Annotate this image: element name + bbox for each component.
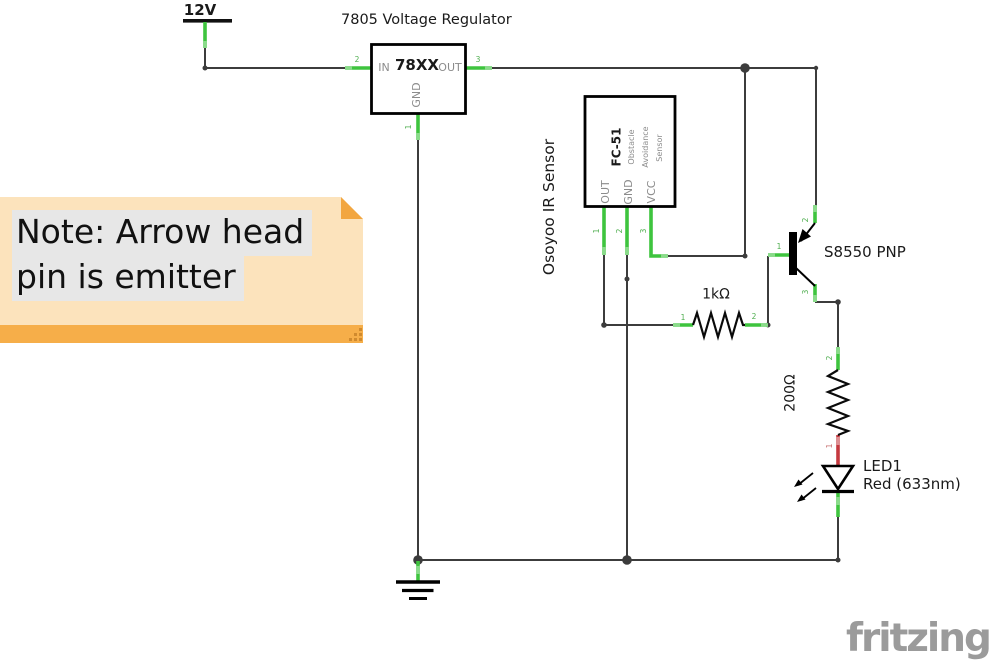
ground-symbol: [396, 561, 440, 600]
regulator-title: 7805 Voltage Regulator: [341, 12, 512, 28]
regulator-pin-gnd-number: 1: [404, 124, 414, 130]
power-supply-label: 12V: [183, 1, 217, 20]
power-supply-symbol: [183, 19, 232, 48]
resistor-200-label: 200Ω: [782, 374, 799, 412]
junction-dot: [413, 555, 423, 565]
ir-sensor-part-label: FC-51: [609, 127, 624, 167]
note-resize-grip-icon: [354, 338, 357, 341]
ir-sensor-side-label: Osoyoo IR Sensor: [539, 138, 558, 276]
ir-sensor-pin-out-label: OUT: [599, 180, 613, 204]
fritzing-watermark: fritzing: [846, 616, 992, 661]
resistor1k-zigzag: [691, 309, 745, 341]
transistor-emitter-arrow-icon: [798, 229, 811, 243]
transistor-base-number: 1: [776, 242, 782, 252]
bend-dot: [742, 253, 748, 259]
resistor-1k-symbol: [673, 309, 768, 341]
resistor-200-pin1-number: 1: [825, 443, 835, 449]
led-triangle-icon: [820, 464, 856, 492]
note-resize-grip-icon: [354, 333, 357, 336]
regulator-pin-in-number: 2: [354, 55, 360, 65]
supply-bar: [183, 19, 232, 23]
ir-sensor-pin-number-3: 3: [639, 228, 649, 234]
led-symbol: [794, 464, 856, 517]
note-resize-grip-icon: [359, 328, 362, 331]
ir-sensor-description-2: Avoidance: [640, 126, 650, 168]
regulator-part-label: 78XX: [394, 56, 440, 75]
note-text-highlight: pin is emitter: [12, 255, 244, 301]
led-designator: LED1: [863, 457, 902, 475]
bend-dot: [835, 299, 841, 305]
ir-sensor-pin-number-1: 1: [592, 228, 602, 234]
bend-dot: [624, 276, 630, 282]
resistor-200-symbol: [824, 347, 852, 466]
regulator-body: [370, 43, 467, 115]
sticky-note-bottom-bar: [0, 325, 363, 343]
resistor-200-pin2-number: 2: [825, 355, 835, 361]
transistor-collector-number: 3: [801, 289, 811, 295]
ir-sensor-description-1: Obstacle: [626, 129, 636, 165]
regulator-pin-out-number: 3: [475, 55, 481, 65]
junction-dot: [622, 555, 632, 565]
led-emission-arrowhead-icon: [794, 479, 803, 487]
ir-sensor-symbol: [583, 95, 677, 258]
transistor-base-bar: [789, 232, 797, 275]
note-resize-grip-icon: [349, 338, 352, 341]
resistor-1k-pin2-number: 2: [751, 312, 757, 322]
note-text-highlight: Note: Arrow head: [12, 210, 313, 256]
ir-sensor-pin-vcc-label: VCC: [645, 180, 659, 204]
note-resize-grip-icon: [359, 333, 362, 336]
ir-sensor-description-3: Sensor: [654, 134, 664, 162]
regulator-pin-in-label: IN: [378, 61, 390, 75]
sensor-pin-vcc: [649, 207, 668, 258]
bend-dot: [813, 65, 819, 71]
sensor-body: [583, 95, 677, 208]
junction-dots: [202, 63, 841, 565]
bend-dot: [601, 322, 607, 328]
note-text-line-2: pin is emitter: [12, 255, 244, 301]
led-emission-arrowhead-icon: [797, 494, 806, 502]
resistor200-zigzag: [824, 369, 852, 437]
junction-dot: [740, 63, 750, 73]
transistor-label: S8550 PNP: [824, 243, 906, 261]
regulator-pin-gnd-label: GND: [410, 82, 424, 108]
regulator-pin-out-label: OUT: [438, 61, 462, 75]
bend-dot: [202, 65, 208, 71]
note-resize-grip-icon: [359, 338, 362, 341]
ir-sensor-pin-number-2: 2: [615, 228, 625, 234]
ir-sensor-pin-gnd-label: GND: [622, 179, 636, 205]
wires: [204, 48, 839, 561]
resistor-1k-pin1-number: 1: [680, 313, 686, 323]
bend-dot: [835, 557, 841, 563]
transistor-collector-lead: [795, 267, 816, 287]
sticky-note: Note: Arrow head pin is emitter: [0, 197, 363, 343]
resistor-1k-label: 1kΩ: [702, 286, 730, 303]
voltage-regulator-symbol: [345, 43, 492, 140]
led-description: Red (633nm): [863, 475, 961, 493]
transistor-emitter-number: 2: [801, 217, 811, 223]
note-text-line-1: Note: Arrow head: [12, 210, 313, 256]
transistor-symbol: [768, 205, 817, 302]
sticky-note-fold-icon: [341, 197, 363, 219]
